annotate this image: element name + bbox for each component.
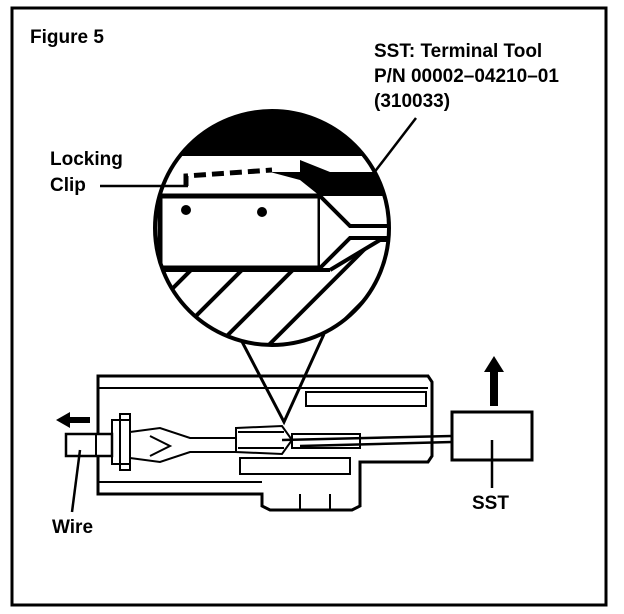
magnified-view xyxy=(155,111,389,345)
wire xyxy=(64,432,114,458)
sst-label: SST xyxy=(472,493,509,514)
arrow-left-icon xyxy=(56,412,90,428)
wire-label: Wire xyxy=(52,517,94,538)
locking-clip-label-line2: Clip xyxy=(50,175,86,196)
tool-label-line3: (310033) xyxy=(374,91,451,112)
magnifier-circle xyxy=(153,109,391,347)
wire-leader-line xyxy=(70,449,82,513)
arrow-up-icon xyxy=(484,356,504,406)
figure-frame xyxy=(10,6,608,607)
locking-clip-label-line1: Locking xyxy=(50,149,123,170)
tool-label-line2: P/N 00002–04210–01 xyxy=(374,66,559,87)
tool-leader-line xyxy=(369,117,417,179)
tool-label-line1: SST: Terminal Tool xyxy=(374,41,543,62)
figure-title: Figure 5 xyxy=(30,27,104,48)
magnifier-cone xyxy=(236,333,326,426)
